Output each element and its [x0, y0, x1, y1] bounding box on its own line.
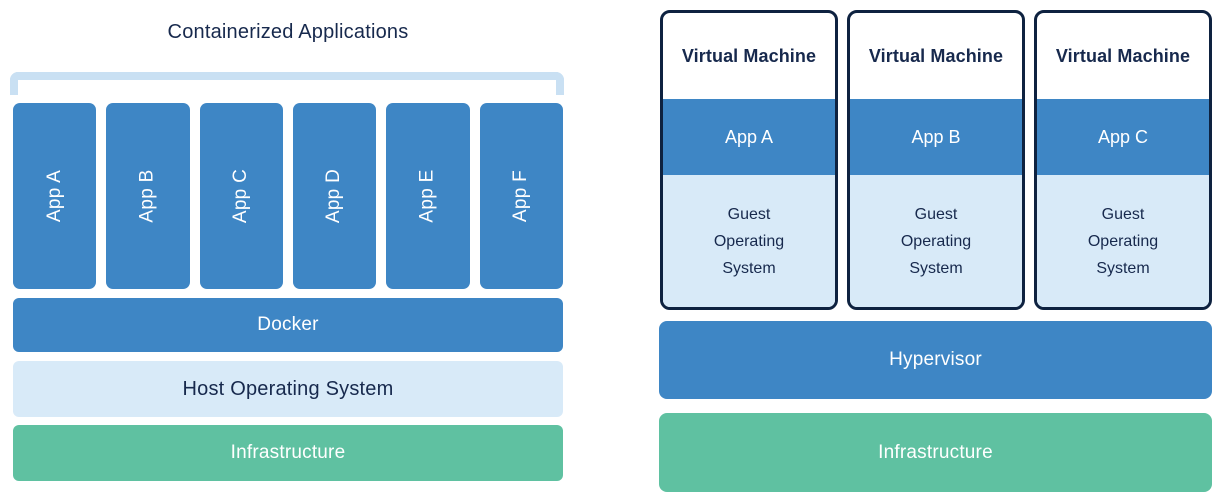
container-app-e-label: App E	[416, 169, 438, 223]
vm-box-1-guest-os: Guest Operating System	[663, 175, 835, 307]
container-apps-group: App A App B App C App D App E App F	[13, 103, 563, 289]
virtual-machines-panel: Virtual Machine App A Guest Operating Sy…	[612, 0, 1225, 501]
hypervisor-layer-label: Hypervisor	[889, 349, 982, 370]
infrastructure-right-label: Infrastructure	[878, 441, 993, 463]
vm-box-1-app: App A	[663, 99, 835, 175]
vm-box-2-app: App B	[850, 99, 1022, 175]
container-app-c-label: App C	[230, 168, 252, 224]
docker-layer-label: Docker	[257, 314, 319, 335]
infrastructure-left-label: Infrastructure	[230, 442, 346, 463]
vm-box-2-title: Virtual Machine	[868, 45, 1004, 66]
container-app-d-label: App D	[323, 168, 345, 224]
container-app-c: App C	[199, 103, 283, 289]
container-app-a: App A	[13, 103, 97, 289]
infrastructure-layer-left: Infrastructure	[13, 425, 563, 481]
containers-title: Containerized Applications	[167, 21, 409, 43]
container-app-f: App F	[479, 103, 563, 289]
container-app-a-label: App A	[43, 169, 65, 223]
vm-box-3-app: App C	[1037, 99, 1209, 175]
vm-box-2-guest-os: Guest Operating System	[850, 175, 1022, 307]
vm-box-3: Virtual Machine App C Guest Operating Sy…	[1034, 10, 1212, 310]
vm-box-2: Virtual Machine App B Guest Operating Sy…	[847, 10, 1025, 310]
host-os-layer-label: Host Operating System	[182, 377, 394, 400]
hypervisor-layer: Hypervisor	[659, 321, 1212, 399]
container-app-b-label: App B	[136, 169, 158, 223]
docker-layer: Docker	[13, 298, 563, 352]
vm-group: Virtual Machine App A Guest Operating Sy…	[660, 10, 1212, 310]
infrastructure-layer-right: Infrastructure	[659, 413, 1212, 492]
vm-box-3-guest-os: Guest Operating System	[1037, 175, 1209, 307]
containers-panel: Containerized Applications App A App B A…	[0, 0, 612, 501]
container-app-e: App E	[386, 103, 470, 289]
vm-box-1: Virtual Machine App A Guest Operating Sy…	[660, 10, 838, 310]
container-app-b: App B	[106, 103, 190, 289]
vm-box-3-title: Virtual Machine	[1055, 45, 1191, 66]
vm-box-1-title: Virtual Machine	[681, 45, 817, 66]
containers-bracket	[10, 72, 564, 95]
container-app-d: App D	[292, 103, 377, 289]
container-app-f-label: App F	[510, 169, 532, 223]
host-os-layer: Host Operating System	[13, 361, 563, 417]
